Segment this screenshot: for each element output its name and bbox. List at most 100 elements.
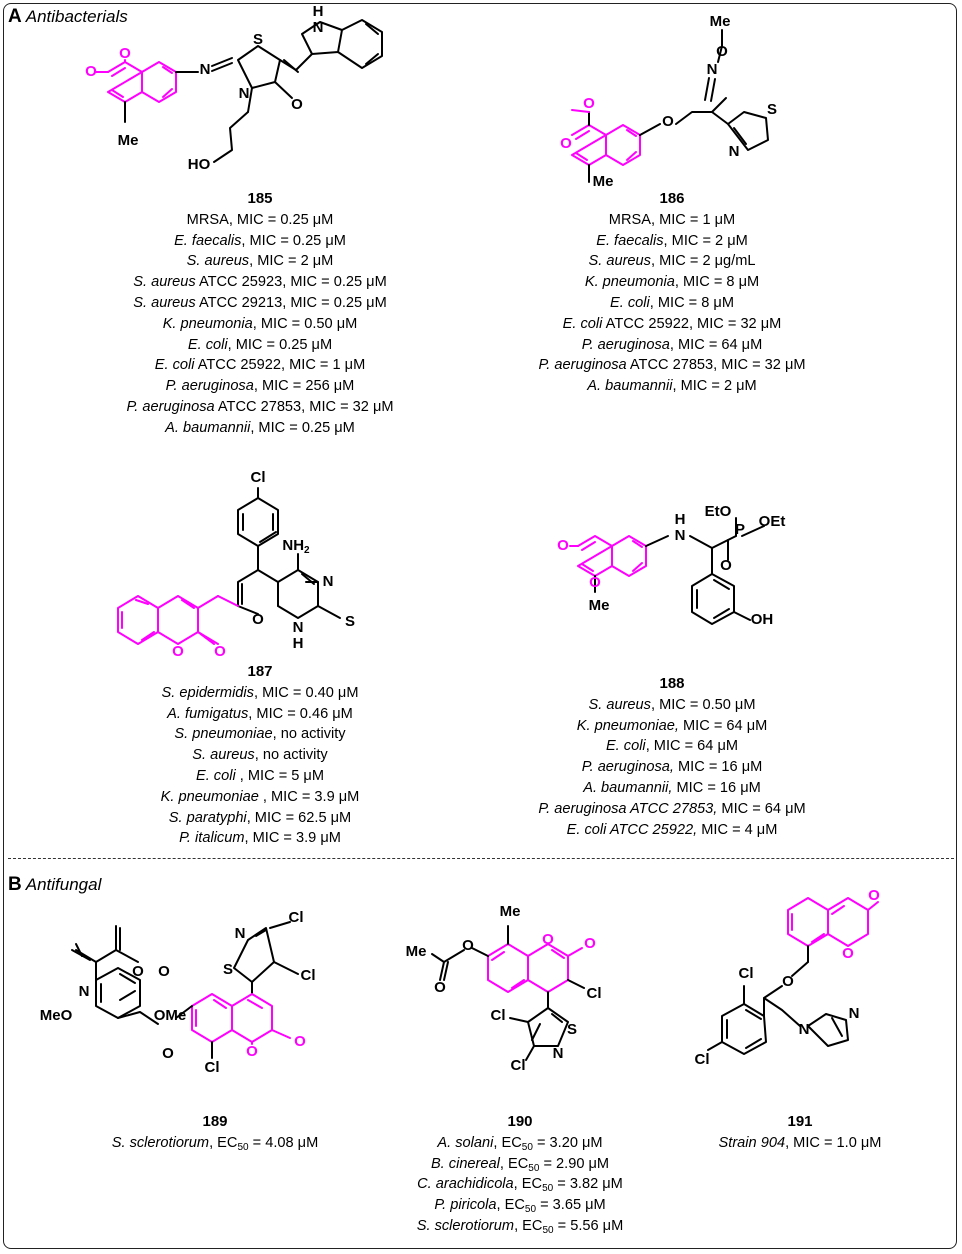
atom-189-n: N (235, 925, 246, 942)
organism-name: S. pneumoniae (174, 726, 273, 743)
activity-line: P. aeruginosa ATCC 27853, MIC = 32 μM (60, 397, 460, 418)
organism-name: S. sclerotiorum (416, 1217, 515, 1234)
activity-line: P. aeruginosa ATCC 27853, MIC = 32 μM (472, 355, 872, 376)
atom-186-o-ox: O (716, 43, 728, 60)
activity-list-189: S. sclerotiorum, EC50 = 4.08 μM (80, 1133, 350, 1154)
organism-name: P. aeruginosa, (581, 759, 674, 776)
atom-185-o1: O (85, 63, 97, 80)
activity-value-tail: = 4.08 μM (248, 1134, 319, 1151)
activity-line: S. epidermidis, MIC = 0.40 μM (60, 683, 460, 704)
atom-185-nh-n: N (313, 19, 324, 36)
activity-line: S. aureus, MIC = 2 μg/mL (472, 251, 872, 272)
activity-line: K. pneumonia, MIC = 0.50 μM (60, 314, 460, 335)
activity-value: , MIC = 64 μM (645, 738, 739, 755)
atom-188-p: P (735, 521, 745, 538)
activity-value: MIC = 16 μM (672, 779, 761, 796)
organism-name: K. pneumonia (584, 274, 675, 291)
organism-name: P. piricola (434, 1197, 497, 1214)
atom-188-o2: O (589, 574, 601, 591)
strain-label: MRSA (608, 211, 651, 228)
activity-line: P. piricola, EC50 = 3.65 μM (380, 1195, 660, 1216)
activity-line: P. aeruginosa, MIC = 256 μM (60, 376, 460, 397)
atom-191-cl1: Cl (739, 965, 754, 982)
atom-190-me-ac: Me (406, 943, 427, 960)
organism-name: C. arachidicola (417, 1176, 514, 1193)
caption-189: 189 S. sclerotiorum, EC50 = 4.08 μM (80, 1112, 350, 1154)
activity-subscript: 50 (542, 1183, 554, 1195)
activity-value-tail: = 3.20 μM (532, 1134, 603, 1151)
atom-187-nh-n: N (293, 619, 304, 636)
atom-189-o2: O (294, 1033, 306, 1050)
activity-line: E. faecalis, MIC = 0.25 μM (60, 231, 460, 252)
activity-value: , EC (514, 1217, 543, 1234)
activity-value: MIC = 4 μM (697, 821, 778, 838)
atom-187-o-pyran: O (252, 611, 264, 628)
organism-name: E. coli ATCC 25922, (566, 821, 698, 838)
strain-label: MRSA (186, 211, 229, 228)
atom-186-n-ox: N (707, 61, 718, 78)
organism-name: S. aureus (133, 294, 196, 311)
atom-189-cl3: Cl (205, 1059, 220, 1076)
organism-name: P. aeruginosa (165, 378, 254, 395)
organism-name: P. italicum (179, 830, 245, 847)
organism-name: S. aureus (133, 274, 196, 291)
activity-value: , MIC = 62.5 μM (246, 809, 352, 826)
strain-label: ATCC 27853 (626, 357, 714, 374)
activity-value: , MIC = 64 μM (669, 336, 763, 353)
organism-name: S. aureus (588, 696, 651, 713)
organism-name: P. aeruginosa ATCC 27853, (538, 800, 718, 817)
organism-name: P. aeruginosa (126, 398, 215, 415)
atom-185-o2: O (119, 45, 131, 62)
atom-188-oh: OH (751, 611, 774, 628)
caption-191: 191 Strain 904, MIC = 1.0 μM (680, 1112, 920, 1154)
compound-number-185: 185 (247, 190, 273, 207)
atom-190-cl1: Cl (587, 985, 602, 1002)
atom-187-s: S (345, 613, 355, 630)
activity-line: MRSA, MIC = 1 μM (472, 210, 872, 231)
activity-line: A. fumigatus, MIC = 0.46 μM (60, 704, 460, 725)
atom-186-n-thz: N (729, 143, 740, 160)
activity-value: , MIC = 5 μM (235, 767, 325, 784)
activity-value: , no activity (254, 747, 328, 764)
organism-name: S. epidermidis (161, 684, 254, 701)
strain-label: ATCC 25922 (194, 357, 282, 374)
activity-line: S. aureus, MIC = 2 μM (60, 251, 460, 272)
activity-list-191: Strain 904, MIC = 1.0 μM (680, 1133, 920, 1154)
activity-line: K. pneumoniae , MIC = 3.9 μM (60, 787, 460, 808)
activity-line: B. cinereal, EC50 = 2.90 μM (380, 1154, 660, 1175)
activity-line: E. coli , MIC = 5 μM (60, 766, 460, 787)
activity-value: , MIC = 32 μM (713, 357, 806, 374)
atom-185-o-keto: O (291, 96, 303, 113)
activity-value: , MIC = 0.50 μM (252, 315, 358, 332)
organism-name: K. pneumoniae (160, 788, 259, 805)
activity-value: , MIC = 1 μM (281, 357, 366, 374)
figure-frame (3, 3, 957, 1249)
activity-value: , MIC = 0.25 μM (282, 274, 387, 291)
atom-189-n-ox: N (79, 983, 90, 1000)
organism-name: E. faecalis (596, 232, 664, 249)
activity-value: , MIC = 256 μM (253, 378, 355, 395)
atom-189-o-c2: O (158, 963, 170, 980)
caption-185: 185 MRSA , MIC = 0.25 μM E. faecalis, MIC … (60, 189, 460, 439)
organism-name: A. solani (437, 1134, 494, 1151)
organism-name: S. paratyphi (168, 809, 247, 826)
atom-187-cl: Cl (251, 469, 266, 486)
structure-190: Me O O Me O O Cl Cl Cl S N (406, 903, 602, 1074)
atom-186-o-ether: O (662, 113, 674, 130)
atom-185-nh-h: H (313, 3, 324, 20)
atom-185-ho: HO (188, 156, 211, 173)
atom-190-o-ac1: O (462, 937, 474, 954)
atom-187-o2: O (214, 643, 226, 660)
activity-value: , MIC = 2 μM (249, 253, 334, 270)
activity-line: S. aureus, MIC = 0.50 μM (472, 695, 872, 716)
activity-line: C. arachidicola, EC50 = 3.82 μM (380, 1174, 660, 1195)
strain-label: ATCC 27853 (214, 398, 302, 415)
organism-name: E. coli (562, 315, 603, 332)
activity-line: E. coli ATCC 25922, MIC = 1 μM (60, 355, 460, 376)
section-b-title: Antifungal (25, 875, 102, 894)
activity-subscript: 50 (524, 1204, 537, 1216)
